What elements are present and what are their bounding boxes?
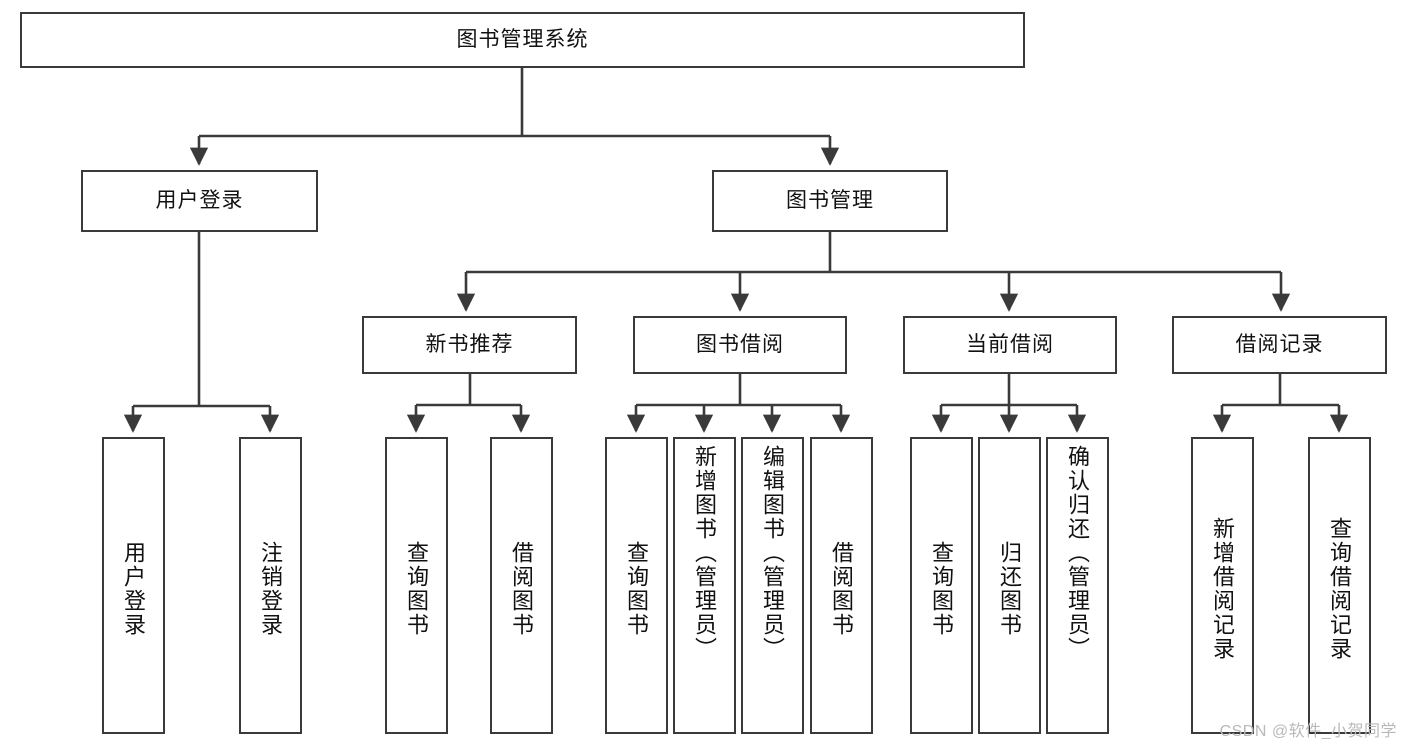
node-label: 用户登录 [155, 189, 244, 213]
node-label: 图书借阅 [696, 333, 784, 357]
node-root-book-management-system[interactable]: 图书管理系统 [20, 12, 1025, 68]
node-label: 查询借阅记录 [1327, 516, 1353, 661]
node-borrow-record[interactable]: 借阅记录 [1172, 316, 1387, 374]
leaf-logout[interactable]: 注销登录 [239, 437, 302, 734]
node-label: 当前借阅 [966, 333, 1054, 357]
node-label: 归还图书 [997, 540, 1023, 637]
leaf-user-login[interactable]: 用户登录 [102, 437, 165, 734]
node-label: 新书推荐 [425, 333, 514, 357]
leaf-query-borrow-record[interactable]: 查询借阅记录 [1308, 437, 1371, 734]
node-label: 借阅图书 [829, 540, 855, 637]
node-label: 新增借阅记录 [1210, 516, 1236, 661]
node-label: 查询图书 [404, 540, 430, 637]
node-current-borrow[interactable]: 当前借阅 [903, 316, 1117, 374]
node-label: 查询图书 [929, 540, 955, 637]
csdn-watermark: CSDN @软件_小贺同学 [1219, 723, 1397, 740]
leaf-edit-book-admin[interactable]: 编辑图书（管理员） [741, 437, 804, 734]
node-label: 借阅记录 [1235, 333, 1324, 357]
node-book-management[interactable]: 图书管理 [712, 170, 948, 232]
node-book-borrow[interactable]: 图书借阅 [633, 316, 847, 374]
leaf-query-book-3[interactable]: 查询图书 [910, 437, 973, 734]
node-label: 新增图书（管理员） [692, 445, 718, 661]
node-user-login[interactable]: 用户登录 [81, 170, 318, 232]
node-new-book-recommendation[interactable]: 新书推荐 [362, 316, 577, 374]
node-label: 借阅图书 [509, 540, 535, 637]
leaf-add-borrow-record[interactable]: 新增借阅记录 [1191, 437, 1254, 734]
leaf-borrow-book-2[interactable]: 借阅图书 [810, 437, 873, 734]
node-label: 注销登录 [258, 540, 284, 637]
leaf-query-book-1[interactable]: 查询图书 [385, 437, 448, 734]
node-label: 编辑图书（管理员） [760, 445, 786, 661]
node-label: 查询图书 [624, 540, 650, 637]
node-label: 确认归还（管理员） [1065, 445, 1091, 661]
leaf-borrow-book-1[interactable]: 借阅图书 [490, 437, 553, 734]
leaf-return-book[interactable]: 归还图书 [978, 437, 1041, 734]
node-label: 图书管理系统 [456, 28, 589, 52]
node-label: 用户登录 [121, 540, 147, 637]
leaf-add-book-admin[interactable]: 新增图书（管理员） [673, 437, 736, 734]
leaf-confirm-return-admin[interactable]: 确认归还（管理员） [1046, 437, 1109, 734]
leaf-query-book-2[interactable]: 查询图书 [605, 437, 668, 734]
node-label: 图书管理 [786, 189, 874, 213]
